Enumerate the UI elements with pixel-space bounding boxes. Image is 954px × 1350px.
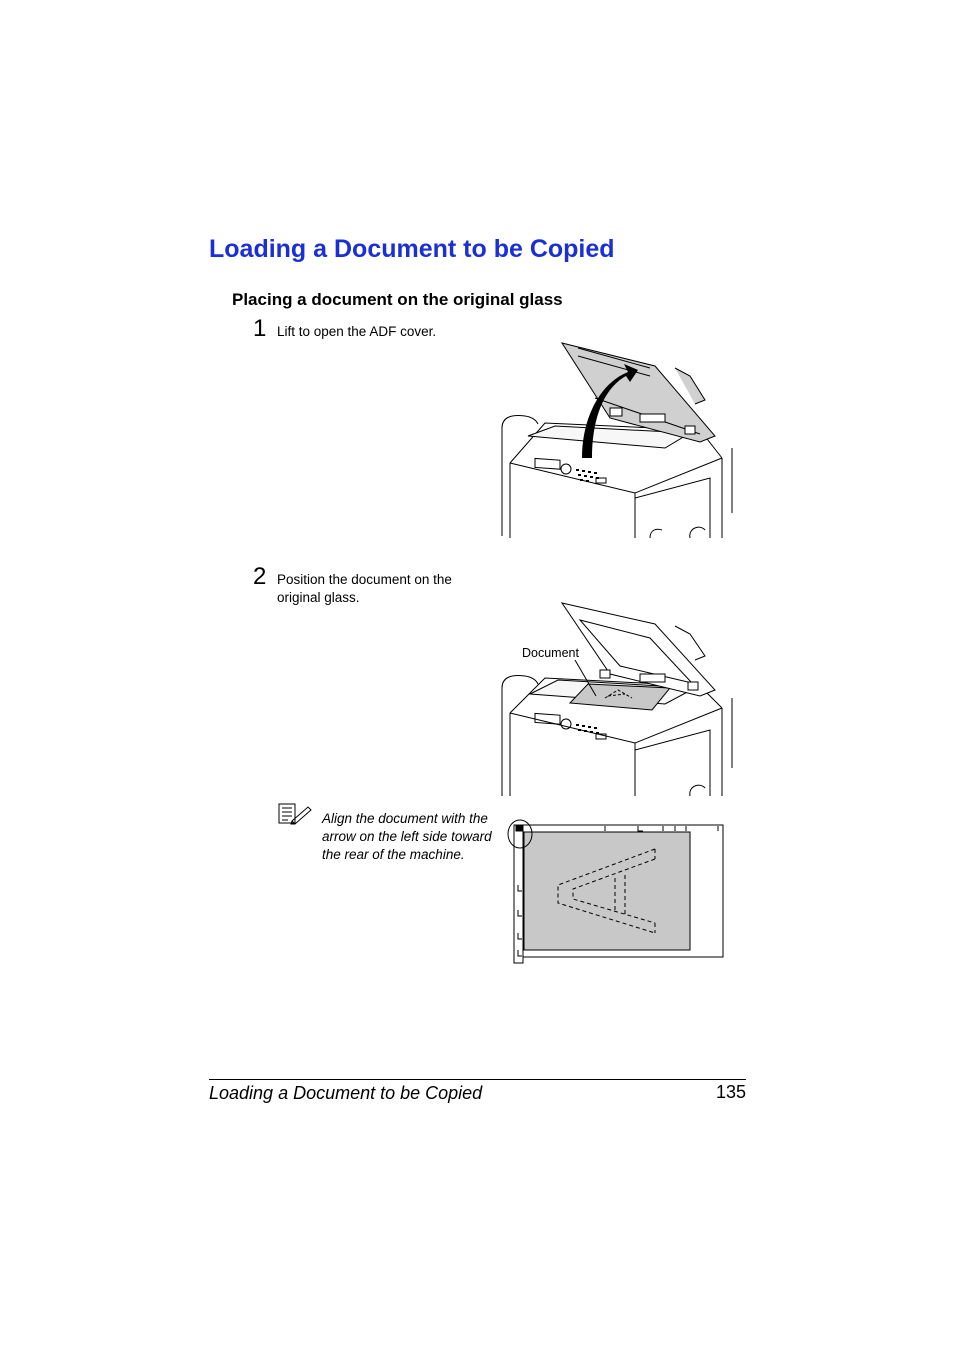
step-2-number: 2 bbox=[253, 563, 267, 590]
note-pencil-icon bbox=[278, 803, 312, 825]
step-2-text: Position the document on the original gl… bbox=[277, 572, 452, 605]
section-title: Placing a document on the original glass bbox=[232, 290, 563, 309]
figure-glass-top-view bbox=[507, 819, 724, 964]
figure-document-on-glass bbox=[501, 602, 733, 797]
footer-title: Loading a Document to be Copied bbox=[209, 1083, 483, 1103]
figure-open-adf-cover bbox=[501, 342, 733, 539]
page-title: Loading a Document to be Copied bbox=[209, 235, 615, 263]
document-label: Document bbox=[522, 646, 579, 660]
footer-divider bbox=[209, 1079, 746, 1080]
step-1-text: Lift to open the ADF cover. bbox=[277, 324, 437, 339]
note-text: Align the document with the arrow on the… bbox=[322, 811, 492, 862]
page-number: 135 bbox=[715, 1082, 746, 1102]
step-1-number: 1 bbox=[253, 315, 267, 342]
